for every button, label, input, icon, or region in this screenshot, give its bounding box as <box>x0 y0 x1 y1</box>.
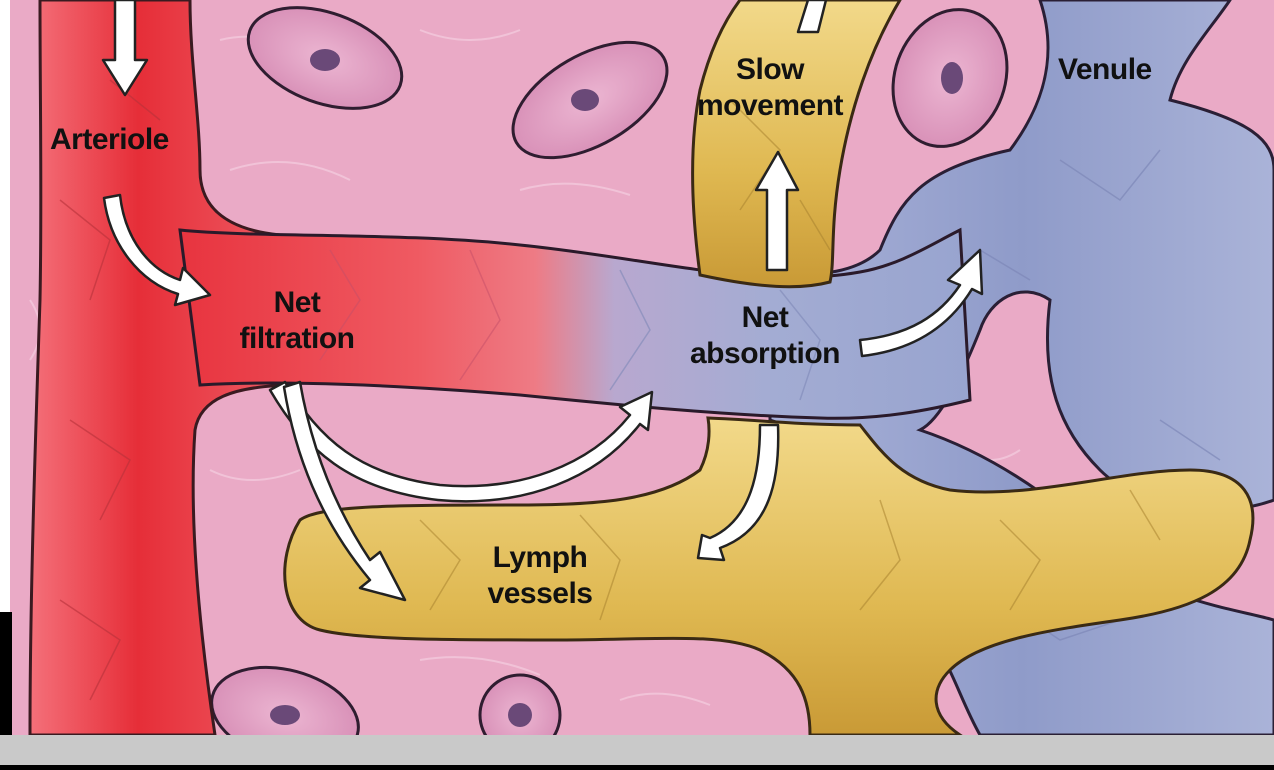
nucleus <box>941 62 963 94</box>
label-net-absorption: Net absorption <box>675 300 855 372</box>
label-net-filtration-line1: Net <box>222 285 372 321</box>
label-net-filtration: Net filtration <box>222 285 372 357</box>
left-edge <box>0 0 10 612</box>
label-arteriole: Arteriole <box>50 122 169 158</box>
nucleus <box>310 49 340 71</box>
left-edge-dark <box>0 612 12 735</box>
label-net-filtration-line2: filtration <box>222 321 372 357</box>
nucleus <box>571 89 599 111</box>
label-slow-movement: Slow movement <box>675 52 865 124</box>
nucleus <box>270 705 300 725</box>
label-lymph-vessels-line1: Lymph <box>470 540 610 576</box>
label-venule: Venule <box>1058 52 1152 88</box>
label-slow-movement-line1: Slow <box>675 52 865 88</box>
label-net-absorption-line1: Net <box>675 300 855 336</box>
label-slow-movement-line2: movement <box>675 88 865 124</box>
bottom-strip <box>0 735 1274 765</box>
label-lymph-vessels-line2: vessels <box>470 576 610 612</box>
label-net-absorption-line2: absorption <box>675 336 855 372</box>
nucleus <box>508 703 532 727</box>
label-lymph-vessels: Lymph vessels <box>470 540 610 612</box>
